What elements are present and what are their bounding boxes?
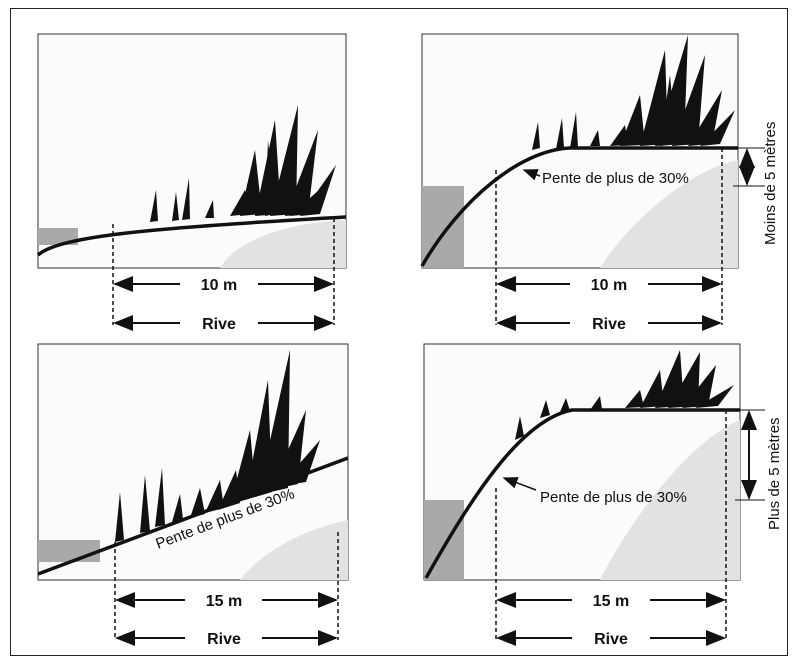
grass-tuft-icon [532, 35, 735, 150]
subsoil-shade [240, 520, 348, 580]
width-label: 15 m [593, 593, 629, 610]
panel-steep-slope-gentle: Pente de plus de 30% 15 m Rive [37, 343, 349, 648]
height-label: Moins de 5 mètres [762, 122, 779, 245]
pointer-arrow [502, 477, 537, 491]
width-label: 10 m [201, 277, 237, 294]
width-label: 15 m [206, 593, 242, 610]
shore-label: Rive [592, 316, 626, 333]
water-area [38, 540, 100, 562]
ground-line [36, 215, 347, 257]
water-area [38, 228, 78, 245]
grass-tuft-icon [115, 350, 320, 542]
panel-steep-slope-low: Moins de 5 mètres Pente de plus de 30% 1… [420, 33, 779, 333]
figure-border [10, 8, 788, 656]
slope-label: Pente de plus de 30% [540, 489, 687, 506]
height-label: Plus de 5 mètres [766, 417, 783, 530]
subsoil-shade [220, 220, 346, 268]
pointer-arrow [522, 169, 541, 181]
grass-tuft-icon [150, 105, 336, 222]
panel-gentle-slope-short: 10 m Rive [36, 33, 347, 333]
slope-label: Pente de plus de 30% [542, 170, 689, 187]
shore-label: Rive [594, 631, 628, 648]
shore-label: Rive [202, 316, 236, 333]
subsoil-shade [600, 160, 738, 268]
grass-tuft-icon [515, 350, 734, 440]
ground-line [424, 408, 740, 579]
shore-label: Rive [207, 631, 241, 648]
subsoil-shade [600, 420, 740, 580]
panel-steep-slope-high: Plus de 5 mètres Pente de plus de 30% 15… [423, 343, 783, 648]
width-label: 10 m [591, 277, 627, 294]
